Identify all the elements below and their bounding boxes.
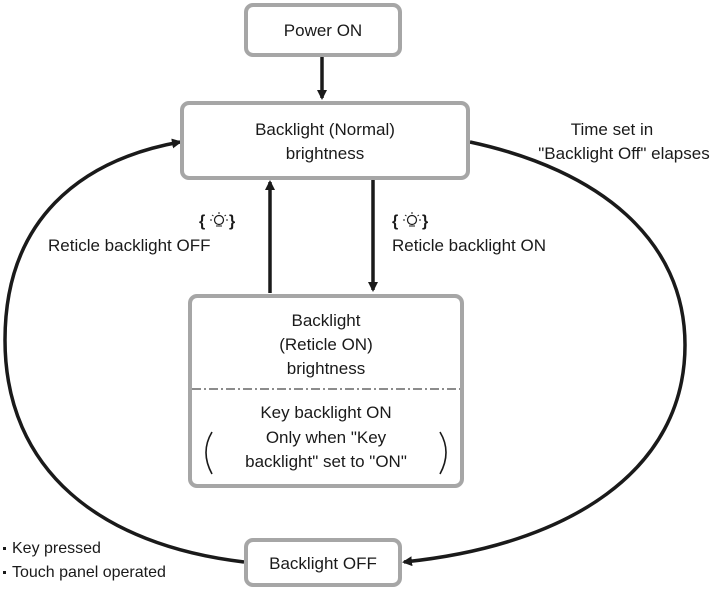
key-backlight-line1: Key backlight ON (260, 403, 391, 422)
reticle-state-line3: brightness (287, 359, 365, 378)
key-backlight-right-paren (439, 431, 447, 475)
backlight-off-state (244, 538, 402, 587)
wake-item-touch-panel: Touch panel operated (12, 564, 166, 581)
wake-transition-arrow (3, 138, 245, 564)
timeout-label-line1: Time set in (571, 120, 654, 139)
reticle-state-line2: (Reticle ON) (279, 335, 373, 354)
key-backlight-line3: backlight" set to "ON" (245, 452, 407, 471)
reticle-light-icon (391, 211, 429, 231)
reticle-off-label: Reticle backlight OFF (48, 236, 211, 255)
backlight-off-label: Backlight OFF (269, 554, 377, 573)
power-on-label: Power ON (284, 21, 362, 40)
timeout-transition-arrow (402, 140, 687, 567)
normal-brightness-state (180, 101, 470, 180)
normal-state-line2: brightness (286, 144, 364, 163)
wake-item-key-pressed: Key pressed (12, 540, 101, 557)
reticle-state-line1: Backlight (292, 311, 361, 330)
normal-state-line1: Backlight (Normal) (255, 120, 395, 139)
reticle-on-label: Reticle backlight ON (392, 236, 546, 255)
key-backlight-left-paren (205, 431, 213, 475)
key-backlight-line2: Only when "Key (266, 428, 387, 447)
bullet-marker (3, 547, 6, 550)
reticle-light-icon (198, 211, 236, 231)
bullet-marker (3, 571, 6, 574)
timeout-label-line2: "Backlight Off" elapses (538, 144, 709, 163)
power-on-state (244, 3, 402, 57)
reticle-brightness-state (188, 294, 464, 488)
